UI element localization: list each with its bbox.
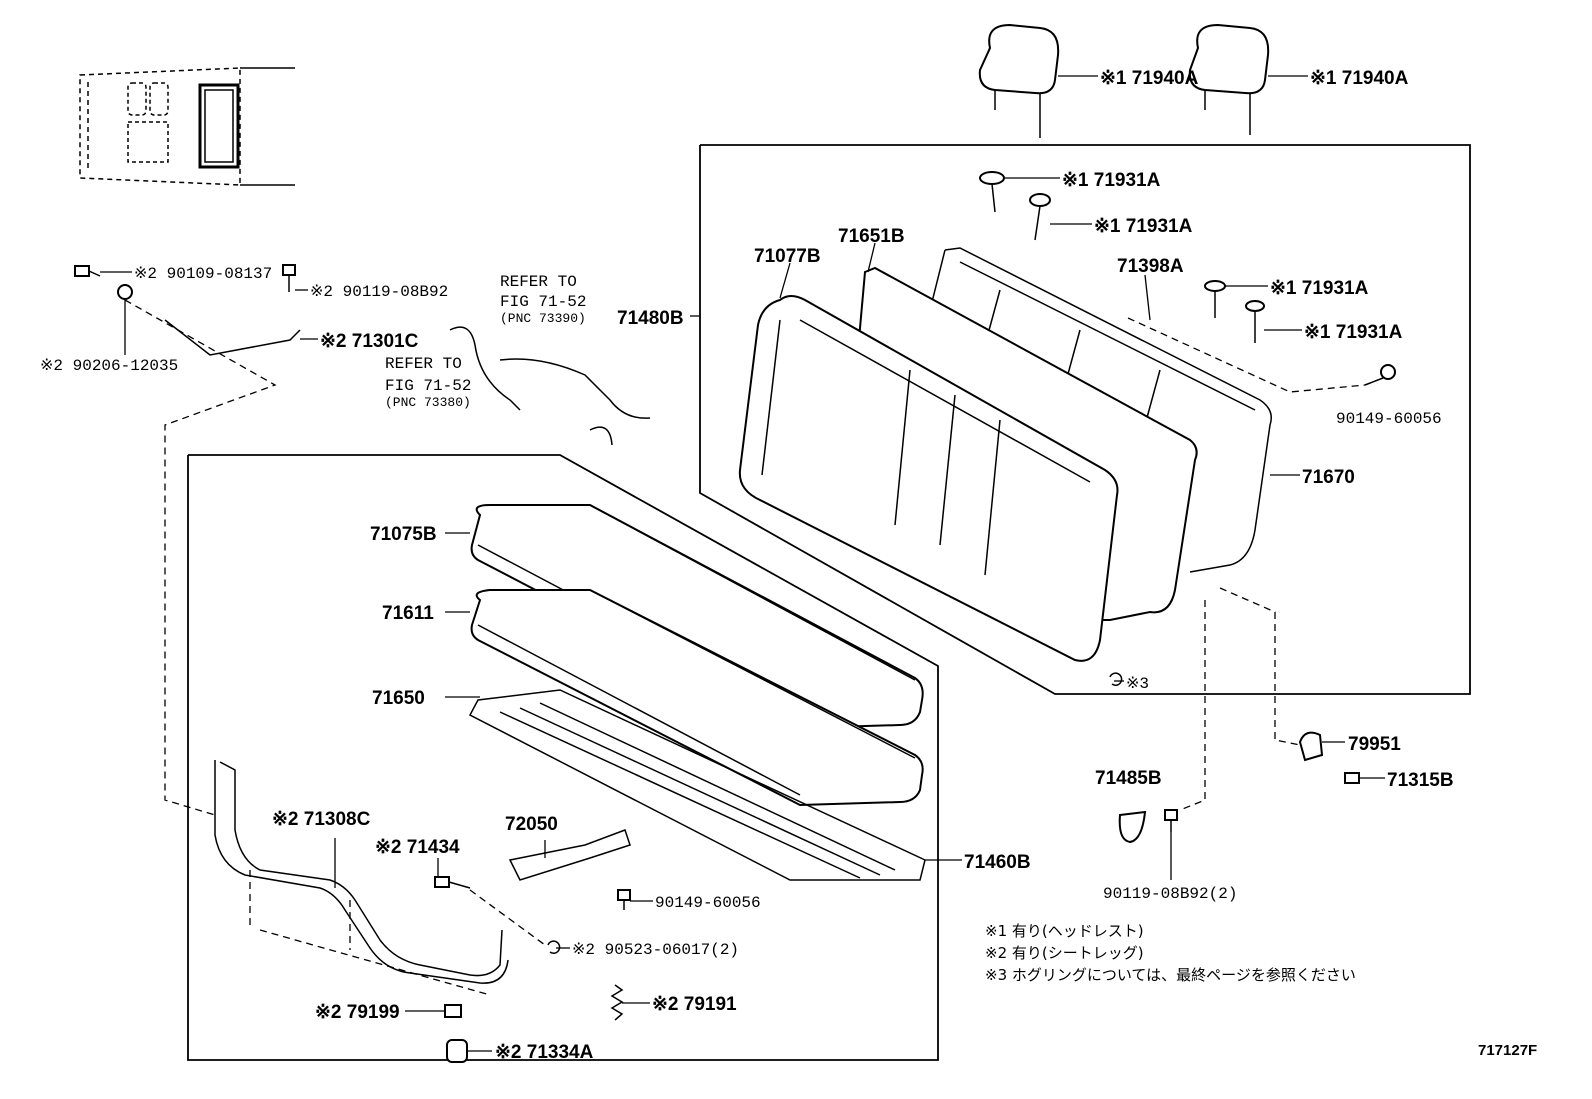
seat-leg-71308C	[214, 760, 509, 996]
seat-back-group-frame	[699, 144, 1471, 695]
headrest-right	[1188, 23, 1270, 135]
label-refer1-line3: (PNC 73390)	[500, 311, 586, 326]
label-leg-71308C: ※2 71308C	[272, 809, 371, 830]
note-1: ※1 有り(ヘッドレスト)	[985, 922, 1144, 940]
vehicle-locator-icon	[79, 67, 295, 186]
cap-icon-71334A	[446, 1039, 468, 1063]
label-bolt-71434: ※2 71434	[375, 837, 460, 858]
label-bolt-90109: ※2 90109-08137	[134, 265, 272, 283]
label-screw-2: ※1 71931A	[1094, 216, 1193, 237]
bracket-icon-71301C	[164, 319, 301, 356]
label-back-frame: 71670	[1302, 467, 1355, 488]
label-cushion-pad: 71611	[382, 603, 434, 624]
screw-icon-71931A-3	[1204, 280, 1226, 318]
label-headrest-left: ※1 71940A	[1100, 68, 1199, 89]
cover-icon-71485B	[1118, 810, 1147, 844]
label-bolt-90119-b: 90119-08B92(2)	[1103, 885, 1237, 903]
leader-lines	[100, 75, 1385, 1052]
note-3: ※3 ホグリングについては、最終ページを参照ください	[985, 966, 1356, 984]
label-refer2-line3: (PNC 73380)	[385, 395, 471, 410]
label-strap-72050: 72050	[505, 814, 558, 835]
seat-back-cover-71077B	[738, 295, 1119, 662]
seat-cushion-pad-71611	[470, 589, 924, 807]
washer-icon-90206	[117, 284, 133, 300]
bolt-icon-90109	[74, 265, 101, 277]
hogring-icon	[1109, 672, 1123, 686]
label-cap-71334A: ※2 71334A	[495, 1042, 594, 1063]
bolt-icon-90119-b	[1164, 809, 1178, 832]
label-cover-79199: ※2 79199	[315, 1002, 400, 1023]
spring-icon-79191	[610, 984, 624, 1021]
seat-cushion-spring-71650	[468, 689, 926, 881]
label-bolt-90149-low: 90149-60056	[655, 894, 761, 912]
label-back-pad: 71651B	[838, 226, 905, 247]
bolt-icon-71434	[434, 876, 471, 889]
bolt-icon-90119-a	[282, 264, 296, 292]
bolt-icon-90149-top	[1364, 364, 1396, 386]
headrest-left	[978, 23, 1060, 138]
label-bolt-90119-a: ※2 90119-08B92	[310, 283, 448, 301]
screw-icon-71931A-4	[1245, 300, 1265, 343]
bolt-icon-71315B	[1344, 772, 1360, 784]
label-washer-90206: ※2 90206-12035	[40, 357, 178, 375]
cover-icon-79951	[1298, 731, 1324, 762]
label-screw-1: ※1 71931A	[1062, 170, 1161, 191]
bolt-icon-90149-low	[617, 889, 631, 910]
label-refer2-line2: FIG 71-52	[385, 377, 471, 395]
label-cushion-assy: 71460B	[964, 852, 1031, 873]
label-refer1-line1: REFER TO	[500, 273, 577, 291]
assembly-dash-lines	[124, 299, 1366, 946]
label-bolt-71315B: 71315B	[1387, 770, 1454, 791]
label-hinge: 71398A	[1117, 256, 1184, 277]
label-ring-90523: ※2 90523-06017(2)	[572, 941, 739, 959]
cover-icon-79199	[444, 1004, 462, 1018]
label-screw-4: ※1 71931A	[1304, 322, 1403, 343]
label-bracket-71301C: ※2 71301C	[320, 331, 419, 352]
ring-icon-90523	[547, 940, 561, 954]
note-2: ※2 有り(シートレッグ)	[985, 944, 1144, 962]
label-screw-3: ※1 71931A	[1270, 278, 1369, 299]
label-refer1-line2: FIG 71-52	[500, 293, 586, 311]
label-headrest-right: ※1 71940A	[1310, 68, 1409, 89]
label-hogring: ※3	[1126, 675, 1149, 693]
strap-icon-72050	[508, 829, 631, 881]
label-cushion-cover: 71075B	[370, 524, 437, 545]
label-back-assy: 71480B	[617, 308, 684, 329]
label-spring-79191: ※2 79191	[652, 994, 737, 1015]
label-back-cover: 71077B	[754, 246, 821, 267]
label-cover-79951: 79951	[1348, 734, 1401, 755]
seat-cushion-group-frame	[187, 454, 939, 1061]
label-cushion-spring: 71650	[372, 688, 425, 709]
wire-harness-icon	[449, 326, 651, 446]
screw-icon-71931A-2	[1029, 193, 1051, 241]
label-cover-71485B: 71485B	[1095, 768, 1162, 789]
label-refer2-line1: REFER TO	[385, 355, 462, 373]
label-bolt-90149-top: 90149-60056	[1336, 410, 1442, 428]
diagram-code: 717127F	[1478, 1042, 1537, 1059]
screw-icon-71931A-1	[979, 171, 1005, 213]
